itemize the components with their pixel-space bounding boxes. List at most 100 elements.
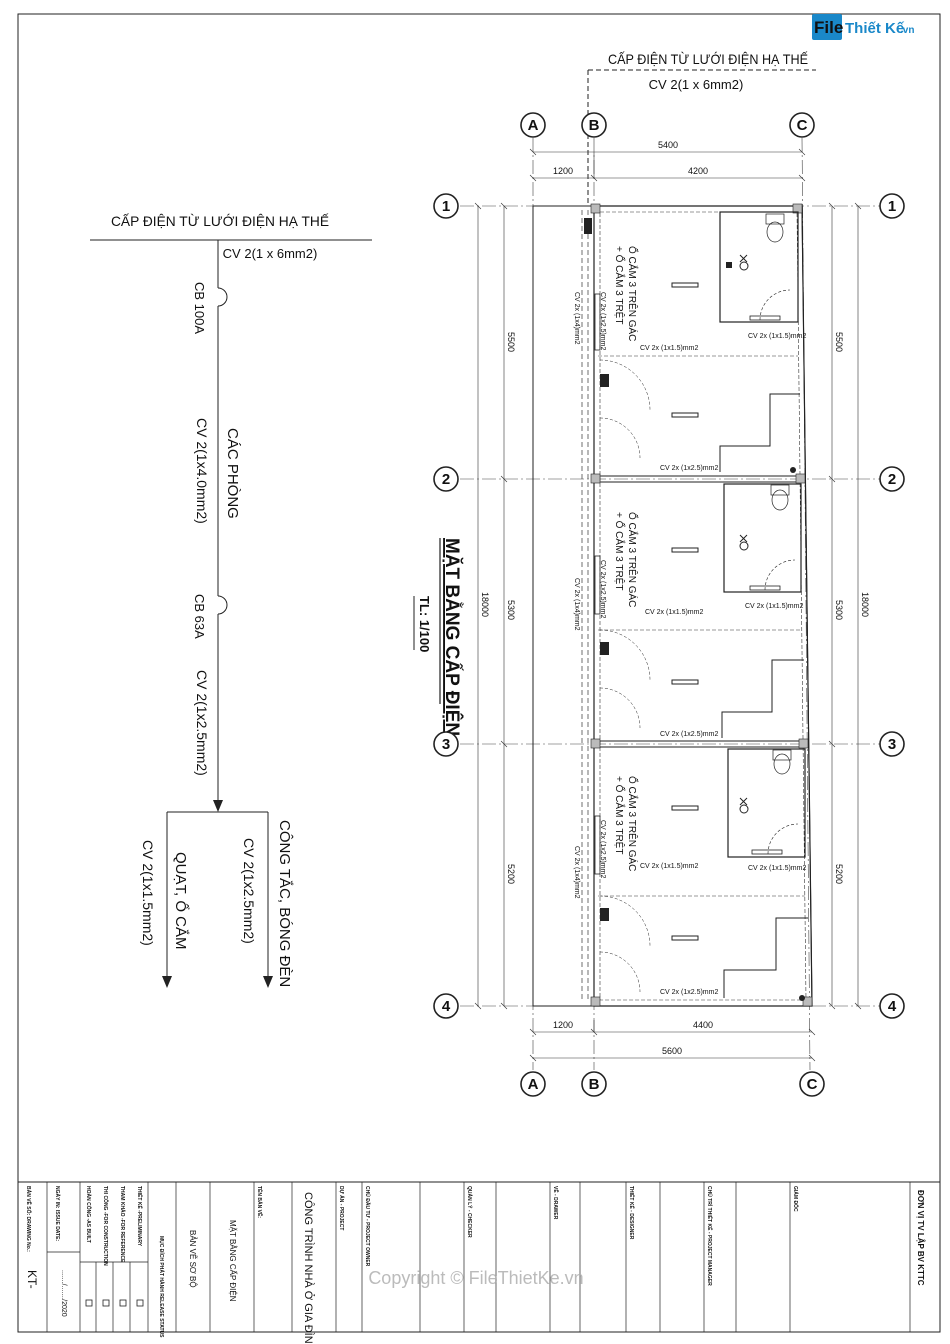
unit-3-cable-25-vert: CV 2x (1x2.5)mm2 [599, 820, 606, 878]
unit-3-cable-40-vert: CV 2x (1x4)mm2 [573, 846, 580, 899]
sld-feeder-label: CÁC PHÒNG [224, 428, 241, 519]
dim-right-total: 18000 [860, 592, 870, 617]
tb-project-name: CÔNG TRÌNH NHÀ Ở GIA ĐÌNH [302, 1192, 315, 1344]
tb-status-reference: THAM KHẢO -FOR REFERENCE [119, 1186, 126, 1263]
svg-text:C: C [807, 1076, 818, 1093]
tb-drawing-name: MẶT BẰNG CẤP ĐIỆN [228, 1220, 238, 1302]
grid-bubble-2-right: 2 [879, 466, 905, 492]
tb-date: ......./......./2020 [60, 1270, 67, 1317]
logo-part1: File [814, 18, 843, 37]
dim-bottom-left: 1200 [553, 1020, 573, 1030]
svg-text:2: 2 [442, 471, 450, 488]
grid-bubbles: A B C A B C 1 2 3 4 1 2 3 4 [433, 112, 905, 1097]
status-checkbox-reference [119, 1299, 127, 1307]
unit-3-socket-lower: + Ổ CẮM 3 TRỆT [613, 776, 626, 854]
dim-right-2: 5300 [834, 600, 844, 620]
unit-2-socket-lower: + Ổ CẮM 3 TRỆT [613, 512, 626, 590]
tb-release-label: MỤC ĐÍCH PHÁT HÀNH RELEASE STATUS [158, 1236, 166, 1338]
logo: File Thiết Kế .vn [812, 14, 914, 40]
dim-left-3: 5200 [506, 864, 516, 884]
grid-bubble-c-bottom: C [799, 1071, 825, 1097]
unit-2-cable-15-bath: CV 2x (1x1.5)mm2 [745, 603, 803, 610]
grid-bubble-2-left: 2 [433, 466, 459, 492]
tb-director-label: GIÁM ĐỐC [792, 1186, 799, 1212]
grid-bubble-4-left: 4 [433, 993, 459, 1019]
dim-left-1: 5500 [506, 332, 516, 352]
svg-text:4: 4 [442, 998, 451, 1015]
building-outline [532, 203, 813, 1007]
unit-3: CV 2x (1x1.5)mm2 CV 2x (1x1.5)mm2 Ổ CẮM … [573, 748, 808, 1001]
svg-text:B: B [589, 117, 600, 134]
dim-left-2: 5300 [506, 600, 516, 620]
logo-part3: .vn [900, 25, 914, 36]
single-line-diagram: CẤP ĐIỆN TỪ LƯỚI ĐIỆN HẠ THẾ CV 2(1 x 6m… [90, 213, 372, 988]
tb-drawing-name-label: TÊN BẢN VẼ: [256, 1186, 264, 1218]
tb-sheet-no: KT- [25, 1270, 39, 1289]
svg-text:1: 1 [442, 198, 450, 215]
unit-2-cable-40-vert: CV 2x (1x4)mm2 [573, 578, 580, 631]
tb-project-label: DỰ ÁN - PROJECT [338, 1186, 345, 1230]
dim-bottom-total: 5600 [662, 1046, 682, 1056]
sld-circuit-1-cable: CV 2(1x2.5mm2) [241, 838, 257, 944]
svg-text:1: 1 [888, 198, 896, 215]
sld-circuit-1-label: CÔNG TẮC, BÓNG ĐÈN [276, 820, 294, 987]
grid-bubble-b-bottom: B [581, 1071, 607, 1097]
unit-1-cable-25: CV 2x (1x2.5)mm2 [660, 465, 718, 472]
tb-checker-label: QUẢN LÝ - CHECKER [466, 1186, 473, 1238]
status-checkbox-construction [102, 1299, 110, 1307]
sld-circuit-2-label: QUẠT, Ổ CẮM [172, 852, 190, 950]
sld-branch-cable: CV 2(1x2.5mm2) [194, 670, 210, 776]
svg-text:A: A [528, 1076, 539, 1093]
dim-right-3: 5200 [834, 864, 844, 884]
dim-right-1: 5500 [834, 332, 844, 352]
svg-text:C: C [797, 117, 808, 134]
unit-3-socket-upper: Ổ CẮM 3 TRÊN GÁC [626, 776, 639, 871]
grid-bubble-3-right: 3 [879, 731, 905, 757]
plan-title-main: MẶT BẰNG CẤP ĐIỆN [441, 538, 463, 736]
unit-3-cable-25: CV 2x (1x2.5)mm2 [660, 989, 718, 996]
dimension-labels: 5400 1200 4200 1200 4400 5600 5500 5300 … [480, 140, 870, 1056]
unit-3-cable-15: CV 2x (1x1.5)mm2 [640, 863, 698, 870]
svg-text:4: 4 [888, 998, 897, 1015]
unit-2-cable-15: CV 2x (1x1.5)mm2 [645, 609, 703, 616]
unit-3-cable-15-bath: CV 2x (1x1.5)mm2 [748, 865, 806, 872]
grid-bubble-1-right: 1 [879, 193, 905, 219]
svg-text:3: 3 [888, 736, 896, 753]
grid-bubble-c-top: C [789, 112, 815, 138]
grid-bubble-a-bottom: A [520, 1071, 546, 1097]
logo-part2: Thiết Kế [845, 20, 905, 37]
tb-status-preliminary: THIẾT KẾ -PRELIMINARY [136, 1186, 143, 1247]
grid-lines [460, 137, 880, 1071]
tb-status-as-built: HOÀN CÔNG -AS BUILT [85, 1186, 93, 1243]
unit-1: CV 2x (1x1.5)mm2 CV 2x (1x1.5)mm2 Ổ CẮM … [573, 211, 806, 473]
status-checkbox-preliminary [136, 1299, 144, 1307]
tb-date-label: NGÀY IN: ISSUE DATE: [54, 1186, 61, 1241]
plan-title: MẶT BẰNG CẤP ĐIỆN TL: 1/100 [413, 538, 463, 736]
tb-sheet-no-label: BẢN VẼ SỐ: DRAWING No.: [25, 1186, 32, 1252]
unit-2-cable-25-vert: CV 2x (1x2.5)mm2 [599, 560, 606, 618]
dimensions [474, 148, 862, 1062]
tb-designer-label: THIẾT KẾ - DESIGNER [628, 1186, 635, 1240]
plan-supply-label: CẤP ĐIỆN TỪ LƯỚI ĐIỆN HẠ THẾ [608, 51, 808, 67]
unit-1-cable-40-vert: CV 2x (1x4)mm2 [573, 292, 580, 345]
dim-left-total: 18000 [480, 592, 490, 617]
dim-bottom-right: 4400 [693, 1020, 713, 1030]
grid-bubble-a-top: A [520, 112, 546, 138]
unit-1-socket-upper: Ổ CẮM 3 TRÊN GÁC [626, 246, 639, 341]
title-block: BẢN VẼ SỐ: DRAWING No.: KT- NGÀY IN: ISS… [17, 1181, 941, 1344]
svg-text:3: 3 [442, 736, 450, 753]
tb-manager-label: CHỦ TRÌ THIẾT KẾ - PROJECT MANAGER [706, 1186, 714, 1286]
plan-title-scale: TL: 1/100 [417, 596, 432, 652]
svg-text:2: 2 [888, 471, 896, 488]
svg-text:A: A [528, 117, 539, 134]
dim-top-right: 4200 [688, 166, 708, 176]
unit-1-cable-25-vert: CV 2x (1x2.5)mm2 [599, 292, 606, 350]
dim-top-total: 5400 [658, 140, 678, 150]
sld-circuit-2-cable: CV 2(1x1.5mm2) [140, 840, 156, 946]
tb-owner-label: CHỦ ĐẦU TƯ - PROJECT OWNER [364, 1186, 371, 1267]
tb-sheet-type: BẢN VẼ SƠ BỘ [188, 1230, 197, 1288]
sld-supply-label: CẤP ĐIỆN TỪ LƯỚI ĐIỆN HẠ THẾ [111, 213, 329, 229]
unit-1-socket-lower: + Ổ CẮM 3 TRỆT [613, 246, 626, 324]
sld-supply-cable: CV 2(1 x 6mm2) [223, 246, 318, 261]
